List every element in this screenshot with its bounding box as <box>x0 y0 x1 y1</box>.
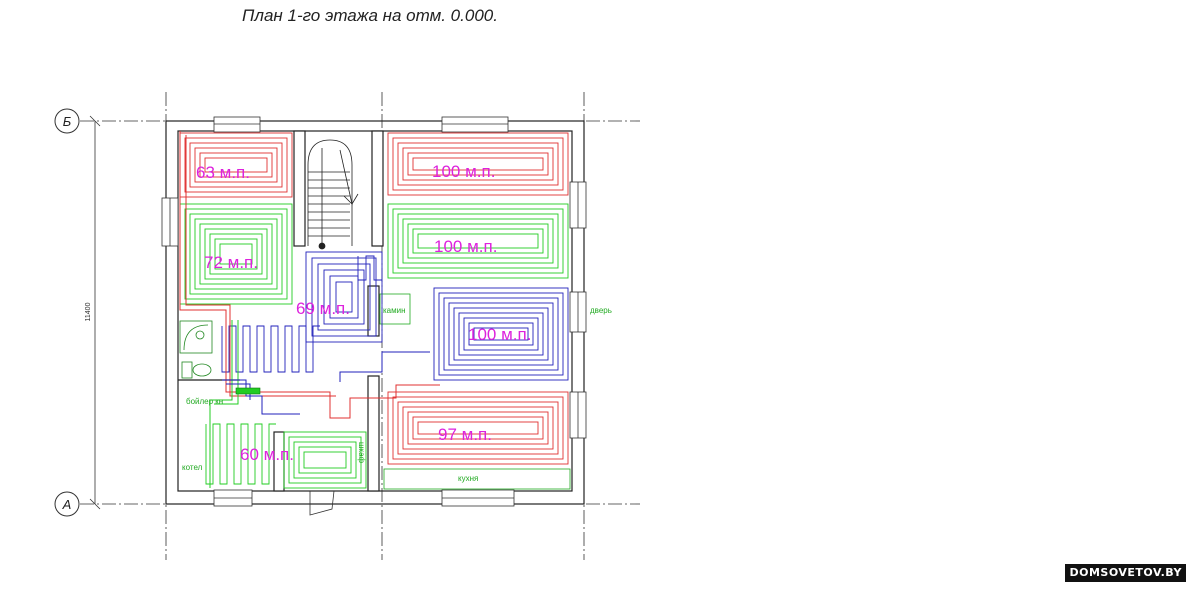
toilet-fixture <box>181 361 212 379</box>
loop-label-sw: 60 м.п. <box>240 445 294 464</box>
heating-loop-se <box>387 391 569 465</box>
shkaf-label: шкаф <box>357 442 366 464</box>
fireplace-label: камин <box>383 306 406 315</box>
axis-bubble-top: Б <box>54 108 80 134</box>
svg-text:А: А <box>62 497 72 512</box>
loop-label-w: 72 м.п. <box>204 253 258 272</box>
meander-hall-blue <box>357 255 382 281</box>
heating-loop-hall <box>305 251 383 343</box>
svg-text:Б: Б <box>63 114 72 129</box>
heating-loop-ne <box>387 132 569 196</box>
heating-loop-e <box>387 203 569 279</box>
dimension-label: 11400 <box>85 302 92 321</box>
loop-label-c: 100 м.п. <box>468 325 531 344</box>
door-label: дверь <box>590 306 612 315</box>
heating-loop-sw <box>283 431 367 489</box>
windows <box>161 116 587 507</box>
entrance-door <box>309 490 335 516</box>
fireplace-box <box>379 293 411 325</box>
loop-label-se: 97 м.п. <box>438 425 492 444</box>
plan-title: План 1-го этажа на отм. 0.000. <box>242 6 498 25</box>
heating-loop-c <box>433 287 569 381</box>
room-annotations: камин дверь бойлер кн котел шкаф кухня <box>182 306 612 483</box>
kitchen-counter <box>383 468 571 490</box>
kotel-label: котел <box>182 463 203 472</box>
heating-loop-nw <box>179 132 293 198</box>
staircase <box>307 139 359 250</box>
loop-label-nw: 63 м.п. <box>196 163 250 182</box>
meander-bath-blue <box>221 325 320 373</box>
meander-kotel-green <box>205 423 276 485</box>
axis-bubble-bottom: А <box>54 491 80 517</box>
axis-lines <box>80 92 640 560</box>
loop-label-hall: 69 м.п. <box>296 299 350 318</box>
loop-label-ne: 100 м.п. <box>432 162 495 181</box>
boiler-label: бойлер кн <box>186 397 223 406</box>
loop-label-e: 100 м.п. <box>434 237 497 256</box>
bathtub-fixture <box>179 320 213 354</box>
watermark: DOMSOVETOV.BY <box>1065 564 1186 582</box>
main-pipes <box>179 131 440 488</box>
heating-loops <box>179 132 569 489</box>
kitchen-label: кухня <box>458 474 478 483</box>
loop-labels: 63 м.п. 72 м.п. 69 м.п. 100 м.п. 100 м.п. 100… <box>196 162 531 464</box>
manifold <box>235 387 261 395</box>
heating-loop-w <box>179 203 293 305</box>
dimension-line <box>89 115 101 510</box>
